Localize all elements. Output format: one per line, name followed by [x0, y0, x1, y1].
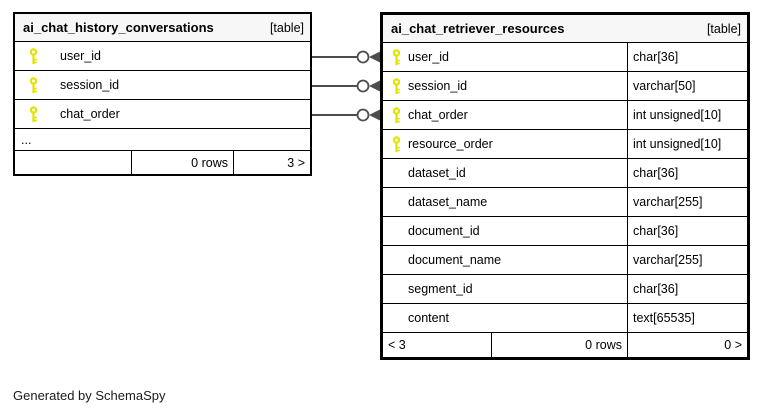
table-footer: 0 rows 3 > — [15, 151, 310, 174]
column-name: content — [408, 311, 450, 325]
table-ai-chat-history-conversations[interactable]: ai_chat_history_conversations [table] us… — [13, 12, 312, 176]
column-name: segment_id — [408, 282, 473, 296]
column-row-user-id: user_id — [15, 42, 310, 71]
row-count: 0 rows — [131, 151, 233, 174]
fk-edge-chat-order — [312, 108, 380, 122]
fk-edge-session-id — [312, 79, 380, 93]
column-type: text[65535] — [627, 304, 747, 332]
hidden-columns-ellipsis: ... — [15, 129, 310, 151]
primary-key-icon — [28, 48, 39, 68]
column-type: char[36] — [627, 159, 747, 187]
primary-key-icon — [391, 107, 402, 127]
table-name[interactable]: ai_chat_history_conversations — [23, 20, 214, 35]
table-header[interactable]: ai_chat_retriever_resources [table] — [383, 15, 747, 43]
column-row-segment-id: segment_id char[36] — [383, 275, 747, 304]
primary-key-icon — [391, 136, 402, 156]
generated-by-credit: Generated by SchemaSpy — [13, 388, 166, 403]
column-row-chat-order: chat_order int unsigned[10] — [383, 101, 747, 130]
column-name: dataset_id — [408, 166, 466, 180]
column-row-resource-order: resource_order int unsigned[10] — [383, 130, 747, 159]
column-type: char[36] — [627, 275, 747, 303]
column-row-session-id: session_id varchar[50] — [383, 72, 747, 101]
primary-key-icon — [391, 78, 402, 98]
column-name: session_id — [408, 79, 468, 93]
table-header[interactable]: ai_chat_history_conversations [table] — [15, 14, 310, 42]
column-name: user_id — [60, 49, 101, 63]
column-name: session_id — [60, 78, 120, 92]
primary-key-icon — [28, 77, 39, 97]
table-type-badge: [table] — [269, 20, 304, 35]
column-name: dataset_name — [408, 195, 488, 209]
column-row-dataset-id: dataset_id char[36] — [383, 159, 747, 188]
column-name: chat_order — [60, 107, 120, 121]
column-type: char[36] — [627, 217, 747, 245]
table-name[interactable]: ai_chat_retriever_resources — [391, 21, 565, 36]
column-row-session-id: session_id — [15, 71, 310, 100]
footer-left-cell — [15, 151, 131, 174]
column-name: user_id — [408, 50, 449, 64]
column-type: varchar[50] — [627, 72, 747, 100]
fk-edge-user-id — [312, 50, 380, 64]
fk-connectors — [312, 50, 380, 122]
column-type: varchar[255] — [627, 246, 747, 274]
column-row-content: content text[65535] — [383, 304, 747, 333]
column-row-dataset-name: dataset_name varchar[255] — [383, 188, 747, 217]
column-name: document_name — [408, 253, 502, 267]
related-tables-in: < 3 — [388, 338, 406, 352]
column-type: int unsigned[10] — [627, 130, 747, 158]
column-type: int unsigned[10] — [627, 101, 747, 129]
column-type: char[36] — [627, 43, 747, 71]
column-row-user-id: user_id char[36] — [383, 43, 747, 72]
column-row-chat-order: chat_order — [15, 100, 310, 129]
row-count: 0 rows — [491, 333, 627, 357]
primary-key-icon — [391, 49, 402, 69]
column-name: chat_order — [408, 108, 468, 122]
column-type: varchar[255] — [627, 188, 747, 216]
related-tables-out: 0 > — [627, 333, 747, 357]
primary-key-icon — [28, 106, 39, 126]
column-name: document_id — [408, 224, 480, 238]
related-tables-out: 3 > — [233, 151, 310, 174]
column-row-document-id: document_id char[36] — [383, 217, 747, 246]
table-footer: < 3 0 rows 0 > — [383, 333, 747, 357]
table-type-badge: [table] — [706, 21, 741, 36]
column-row-document-name: document_name varchar[255] — [383, 246, 747, 275]
table-ai-chat-retriever-resources[interactable]: ai_chat_retriever_resources [table] user… — [380, 12, 750, 360]
column-name: resource_order — [408, 137, 493, 151]
